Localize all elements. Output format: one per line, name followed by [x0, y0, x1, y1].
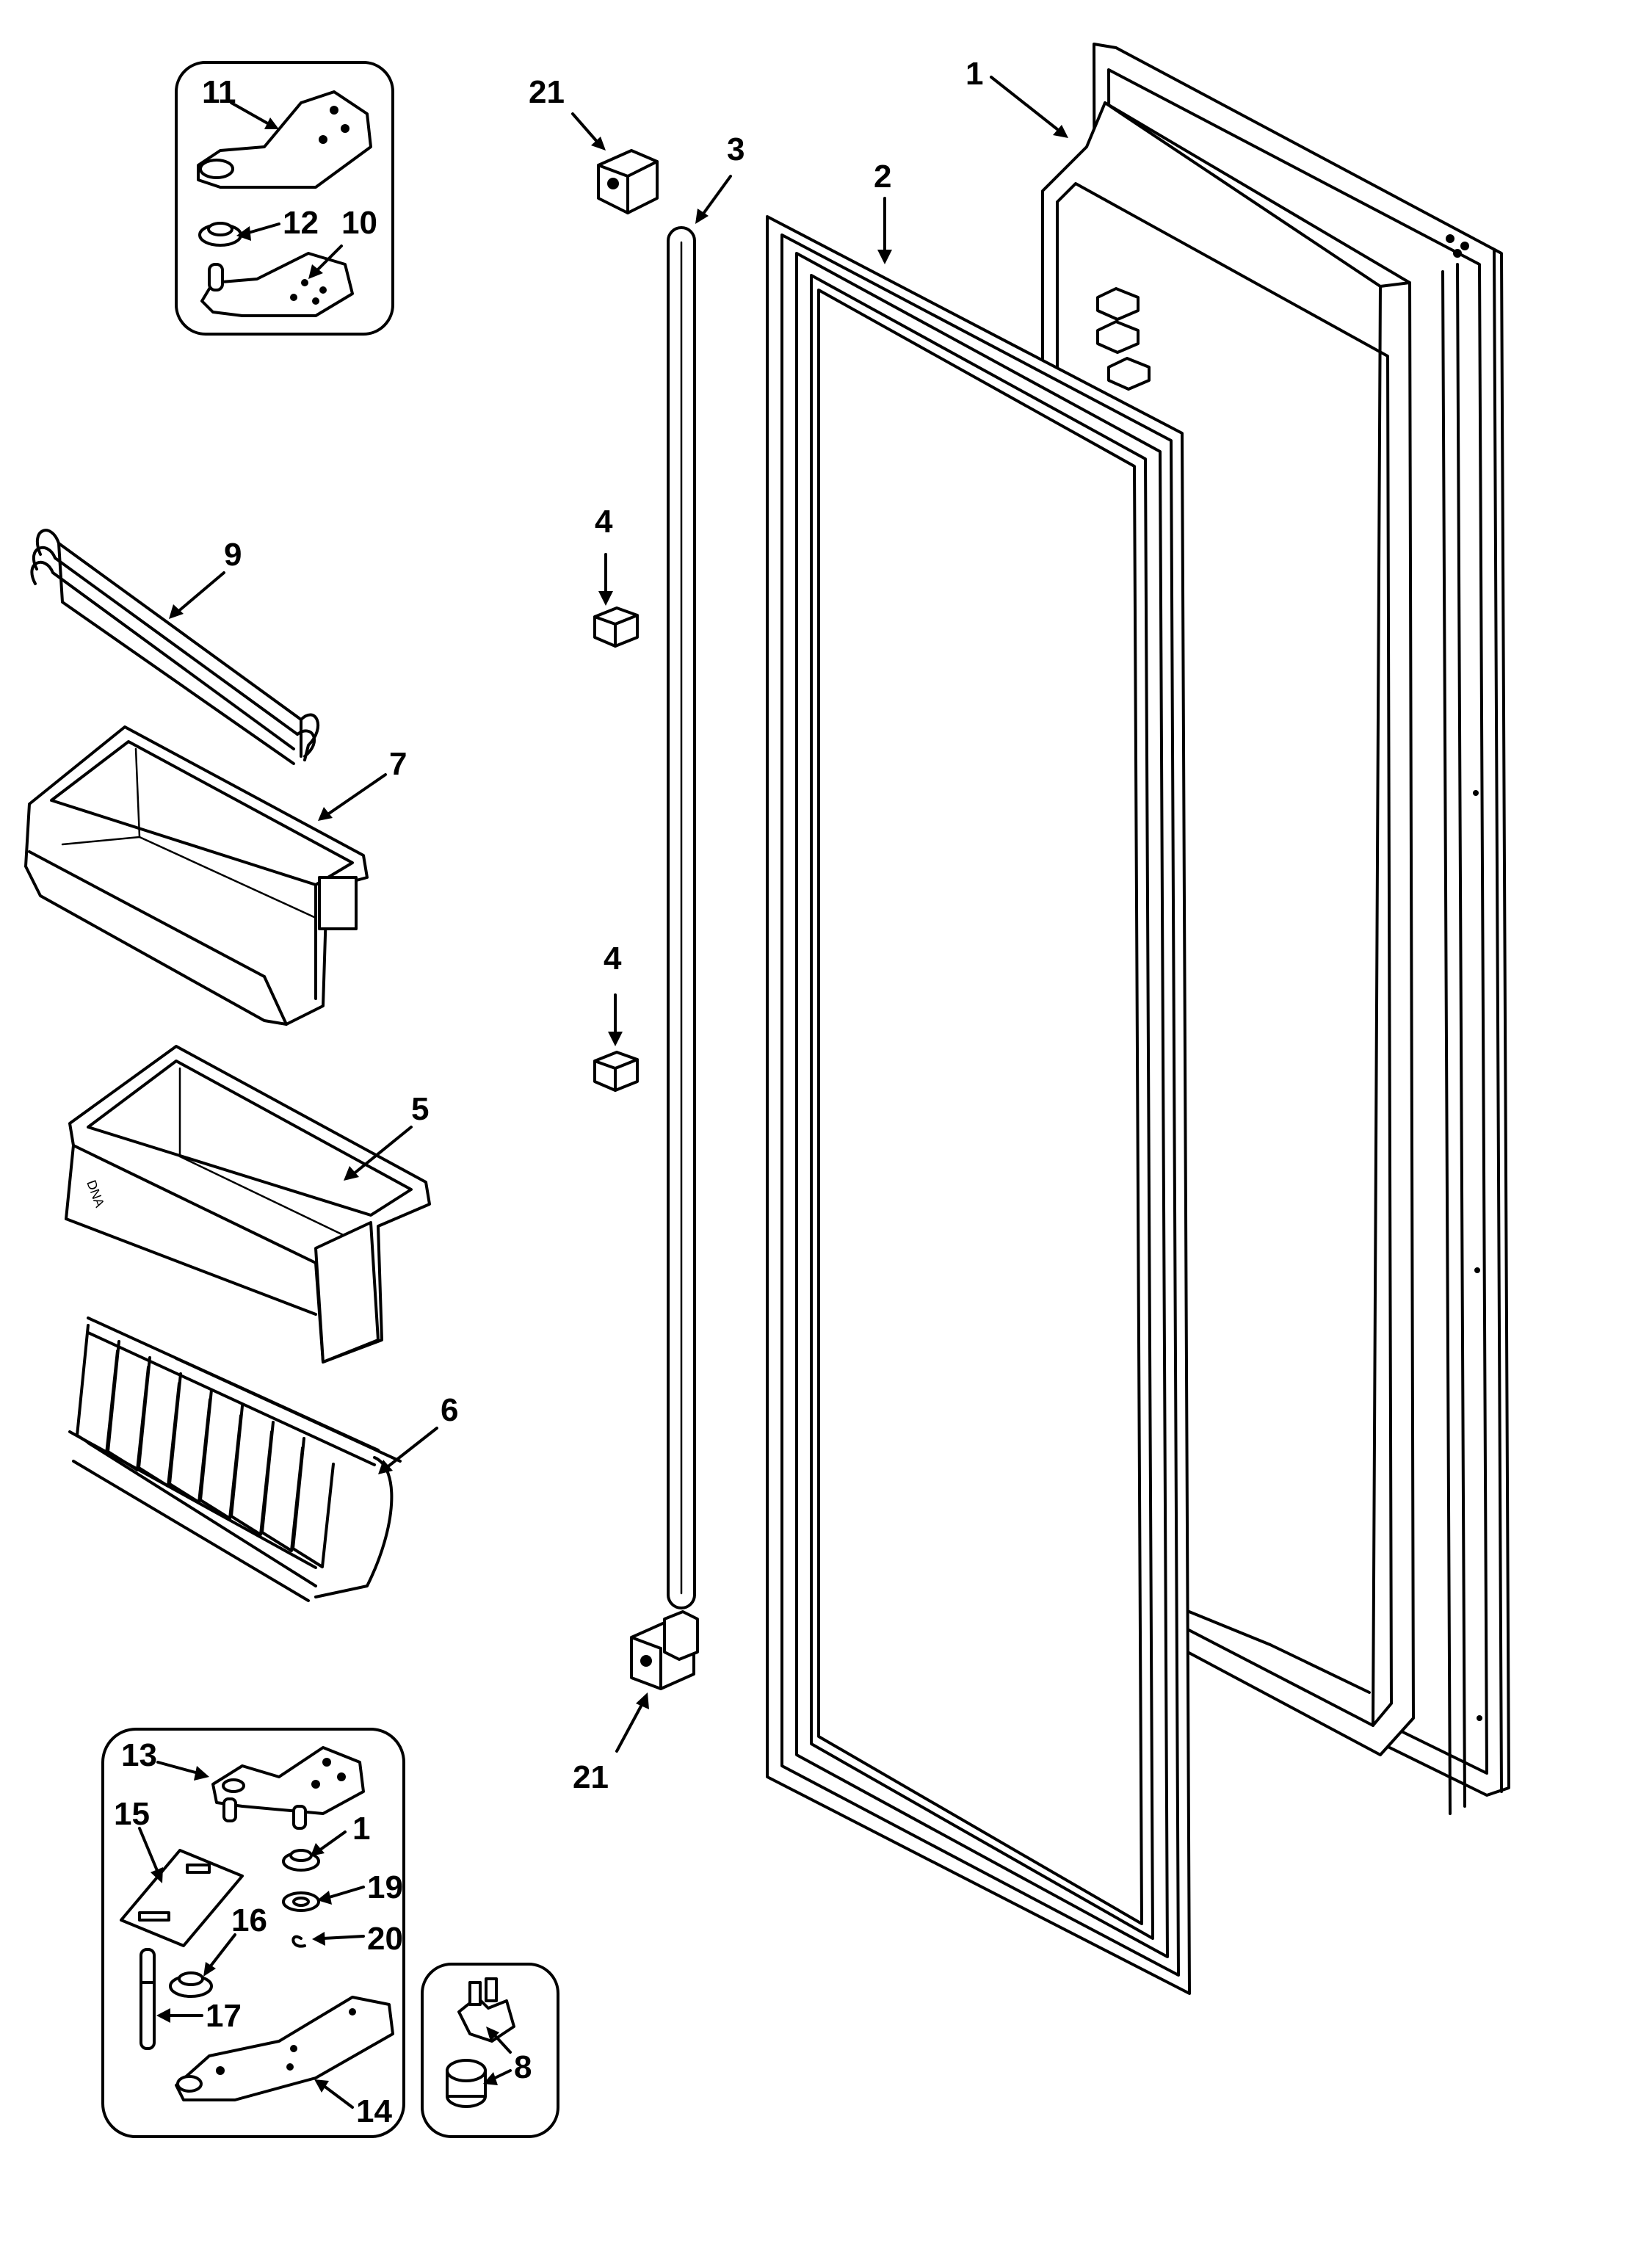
retainer-clip	[1096, 287, 1140, 321]
callout-4-lower: 4	[604, 941, 622, 977]
callout-21-top: 21	[529, 74, 565, 110]
callout-11: 11	[202, 74, 236, 110]
callout-7: 7	[389, 746, 407, 782]
callout-15: 15	[114, 1796, 150, 1832]
hinge-bushing-lower	[630, 1610, 699, 1690]
door-stop-upper	[593, 606, 639, 648]
basket-wire	[137, 1356, 181, 1488]
callout-leaders	[138, 76, 1068, 2109]
basket-wire	[175, 1357, 402, 1463]
callout-21-bottom: 21	[573, 1759, 609, 1795]
basket-wire	[261, 1421, 304, 1552]
door-stop-lower	[593, 1051, 639, 1092]
callout-8: 8	[514, 2049, 532, 2085]
svg-text:DNA: DNA	[84, 1178, 107, 1210]
wire-rail	[30, 529, 320, 765]
basket-wire	[87, 1441, 317, 1587]
door-bin-lower: DNA	[65, 1045, 431, 1363]
basket-wire	[168, 1372, 211, 1504]
wire-basket	[68, 1317, 402, 1602]
cam-kit	[421, 1963, 559, 2138]
callout-20: 20	[367, 1921, 403, 1957]
callout-10: 10	[341, 205, 377, 241]
hinge-bushing-upper	[597, 149, 659, 214]
callout-6: 6	[441, 1392, 458, 1428]
hinge-kit-lower	[101, 1728, 405, 2138]
basket-wire	[199, 1388, 242, 1520]
callout-14: 14	[356, 2093, 392, 2129]
callout-2: 2	[874, 159, 891, 195]
basket-wire	[230, 1405, 273, 1536]
callout-1-bottom: 1	[352, 1811, 370, 1847]
callout-9: 9	[224, 537, 242, 573]
basket-wire	[72, 1460, 310, 1602]
basket-wire	[87, 1331, 376, 1466]
callout-labels: 11 12 10 21 3 2 1 9 4 7 4 5 6 21 13 15 1…	[114, 56, 983, 2129]
basket-wire	[106, 1340, 150, 1471]
door-bin-upper	[24, 725, 369, 1026]
callout-5: 5	[411, 1091, 429, 1127]
retainer-clip	[1107, 357, 1151, 391]
callout-1-top: 1	[966, 56, 983, 92]
retainer-clip	[1096, 320, 1140, 354]
callout-16: 16	[231, 1902, 267, 1938]
callout-3: 3	[727, 131, 745, 167]
door-gasket	[766, 215, 1191, 1995]
basket-wire	[291, 1437, 335, 1568]
callout-13: 13	[121, 1737, 157, 1773]
callout-4-upper: 4	[595, 504, 613, 540]
callout-12: 12	[283, 205, 319, 241]
callout-17: 17	[206, 1998, 242, 2034]
hinge-rod	[667, 226, 696, 1609]
callout-19: 19	[367, 1869, 403, 1905]
